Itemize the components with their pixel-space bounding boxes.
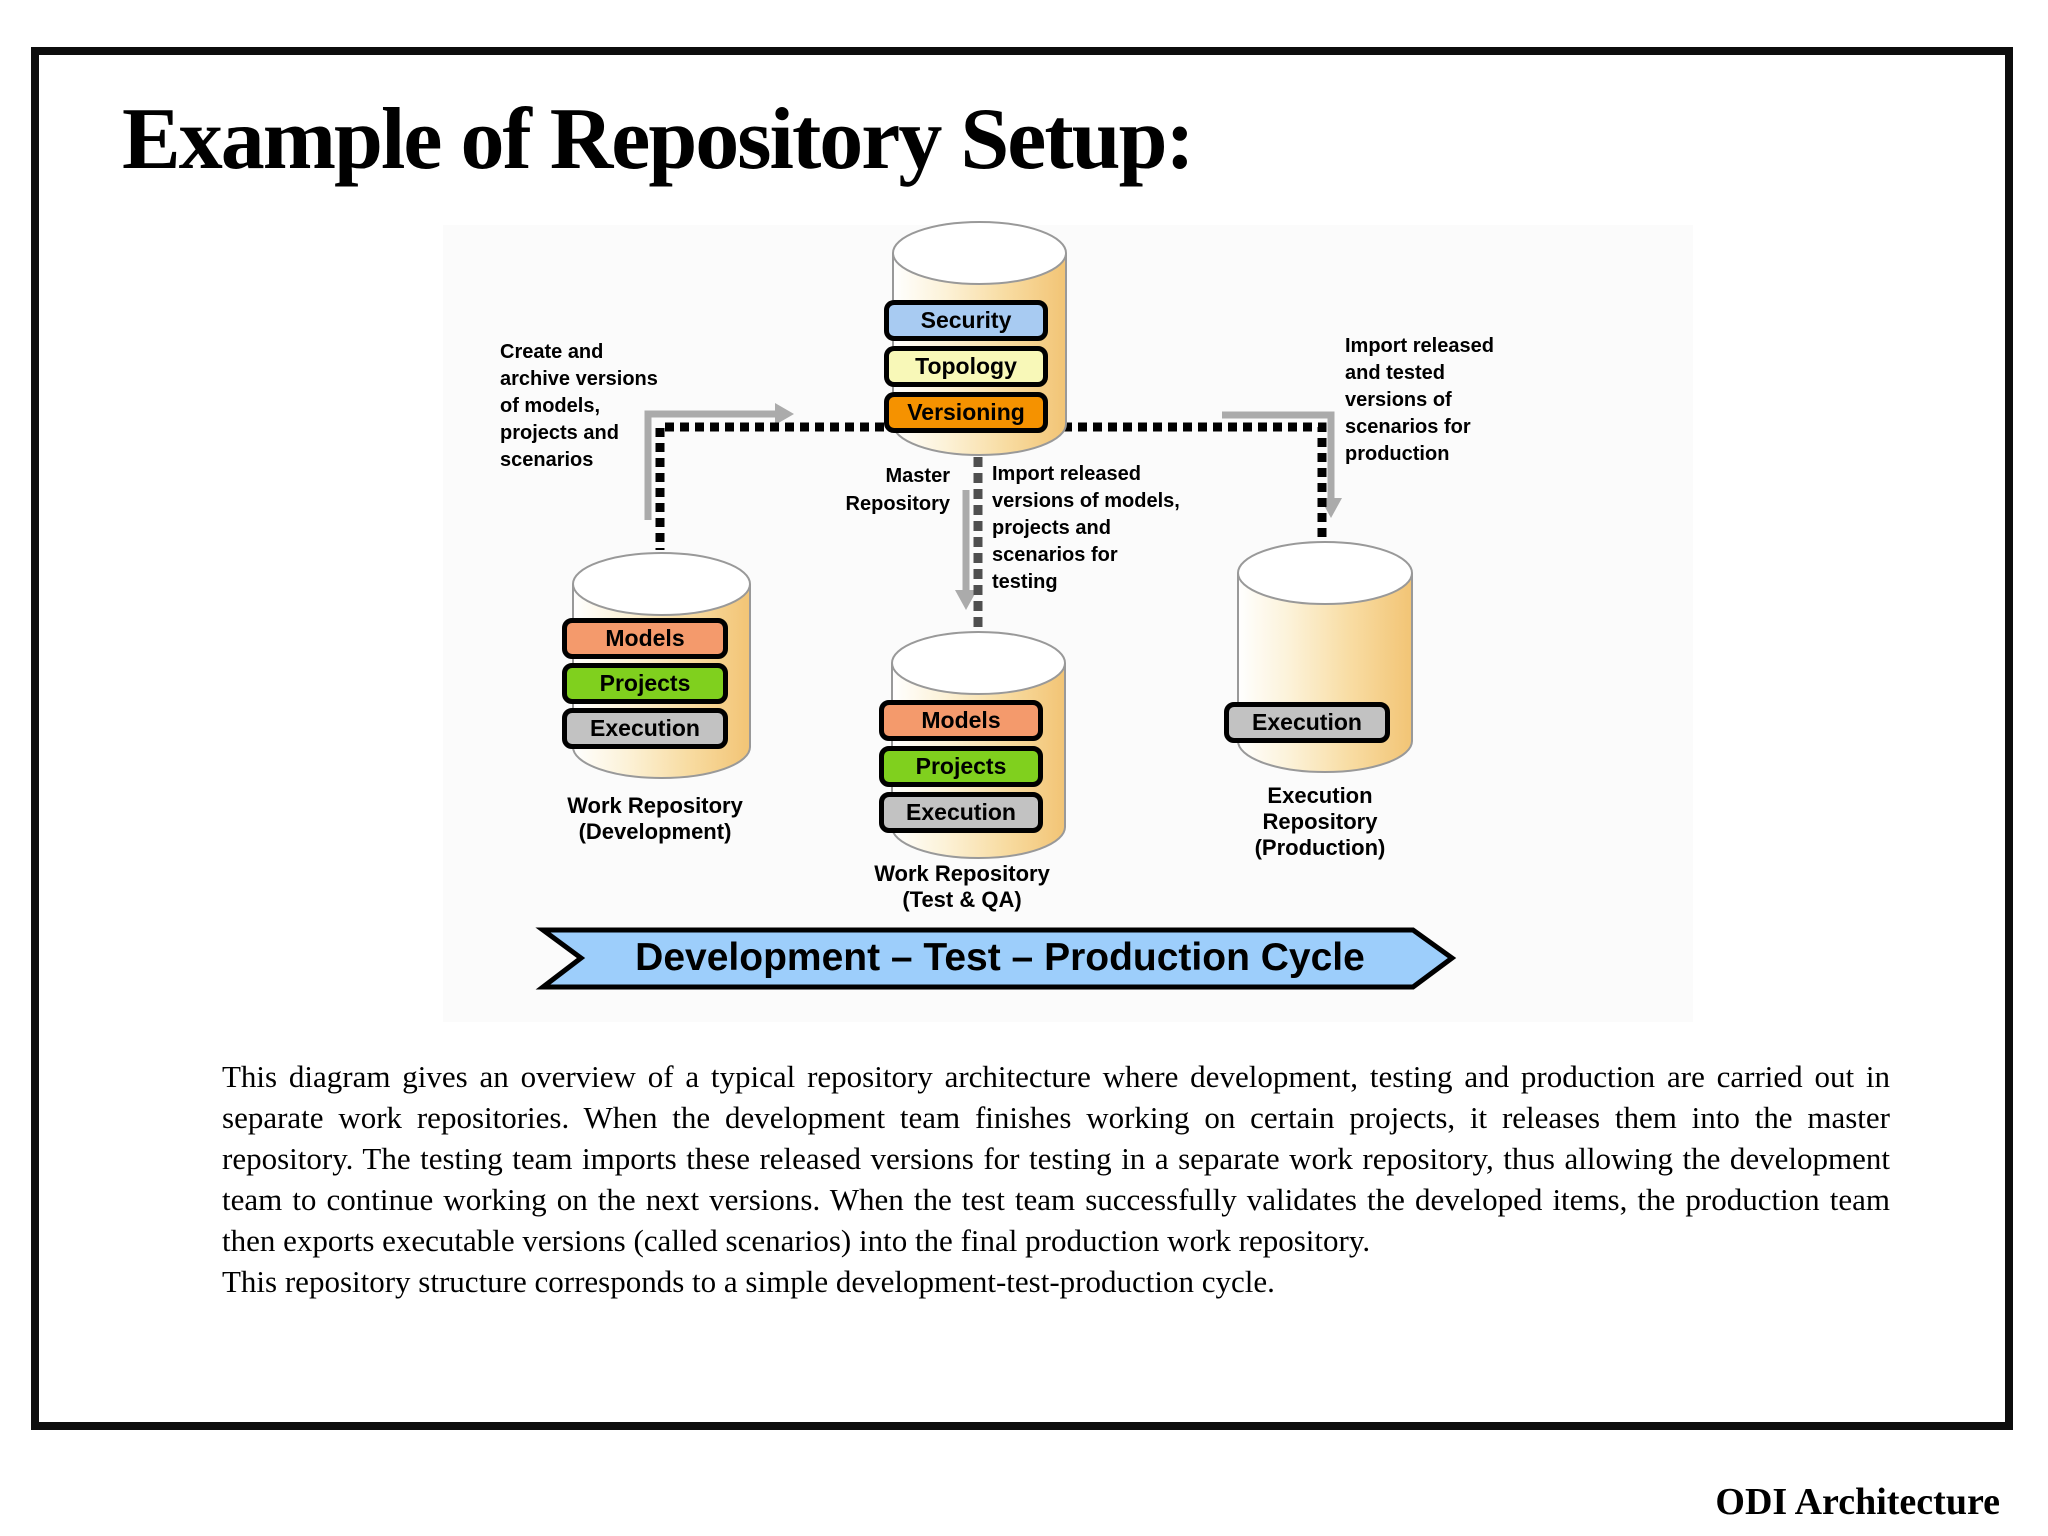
label-line: (Production) xyxy=(1254,835,1386,860)
create-archive-arrowhead xyxy=(775,403,794,425)
module-badge-security: Security xyxy=(884,300,1048,341)
annotation-line: archive versions xyxy=(500,368,658,390)
label-line: (Test & QA) xyxy=(902,887,1022,912)
release-connector-right xyxy=(1048,422,1327,540)
cycle-banner-label: Development – Test – Production Cycle xyxy=(635,936,1365,979)
annotation-master-repository: Master Repository xyxy=(790,462,950,518)
annotation-line: of models, xyxy=(500,395,601,417)
annotation-line: Repository xyxy=(845,493,950,515)
module-badge-dev-models: Models xyxy=(562,618,728,659)
label-test-repository: Work Repository (Test & QA) xyxy=(852,861,1072,913)
module-badge-topology: Topology xyxy=(884,346,1048,387)
module-badge-test-models: Models xyxy=(879,700,1043,741)
annotation-line: scenarios for xyxy=(1345,416,1471,438)
cycle-banner-ribbon xyxy=(535,927,1457,990)
annotation-line: Create and xyxy=(500,341,604,363)
annotation-line: production xyxy=(1345,443,1450,465)
annotation-line: projects and xyxy=(992,517,1111,539)
create-archive-arrow xyxy=(644,410,775,520)
annotation-line: versions of models, xyxy=(992,490,1180,512)
module-badge-prod-execution: Execution xyxy=(1224,702,1390,743)
annotation-line: scenarios for xyxy=(992,544,1118,566)
module-badge-dev-projects: Projects xyxy=(562,663,728,704)
annotation-line: Import released xyxy=(1345,335,1494,357)
annotation-line: Import released xyxy=(992,463,1141,485)
annotation-import-production: Import released and tested versions of s… xyxy=(1345,333,1494,468)
label-line: (Development) xyxy=(578,819,732,844)
import-testing-arrowhead xyxy=(955,590,977,610)
label-production-repository: Execution Repository (Production) xyxy=(1210,783,1430,861)
annotation-line: scenarios xyxy=(500,449,594,471)
label-line: Execution xyxy=(1267,783,1373,808)
label-line: Work Repository xyxy=(567,793,743,818)
annotation-line: and tested xyxy=(1345,362,1446,384)
module-badge-versioning: Versioning xyxy=(884,392,1048,433)
label-development-repository: Work Repository (Development) xyxy=(545,793,765,845)
body-paragraph-1: This diagram gives an overview of a typi… xyxy=(222,1059,1890,1258)
footer-label: ODI Architecture xyxy=(1715,1481,2000,1523)
slide-border-frame xyxy=(31,47,2013,1430)
import-production-arrow xyxy=(1222,411,1335,500)
annotation-create-archive: Create and archive versions of models, p… xyxy=(500,339,658,474)
label-line: Work Repository xyxy=(874,861,1050,886)
release-connector-left xyxy=(655,422,884,550)
annotation-line: versions of xyxy=(1345,389,1452,411)
annotation-import-testing: Import released versions of models, proj… xyxy=(992,461,1180,596)
annotation-line: Master xyxy=(885,465,950,487)
body-paragraph-2: This repository structure corresponds to… xyxy=(222,1264,1275,1299)
body-text: This diagram gives an overview of a typi… xyxy=(222,1056,1890,1302)
module-badge-test-execution: Execution xyxy=(879,792,1043,833)
annotation-line: testing xyxy=(992,571,1058,593)
page-title: Example of Repository Setup: xyxy=(122,91,1195,188)
label-line: Repository xyxy=(1262,809,1378,834)
annotation-line: projects and xyxy=(500,422,619,444)
module-badge-dev-execution: Execution xyxy=(562,708,728,749)
module-badge-test-projects: Projects xyxy=(879,746,1043,787)
